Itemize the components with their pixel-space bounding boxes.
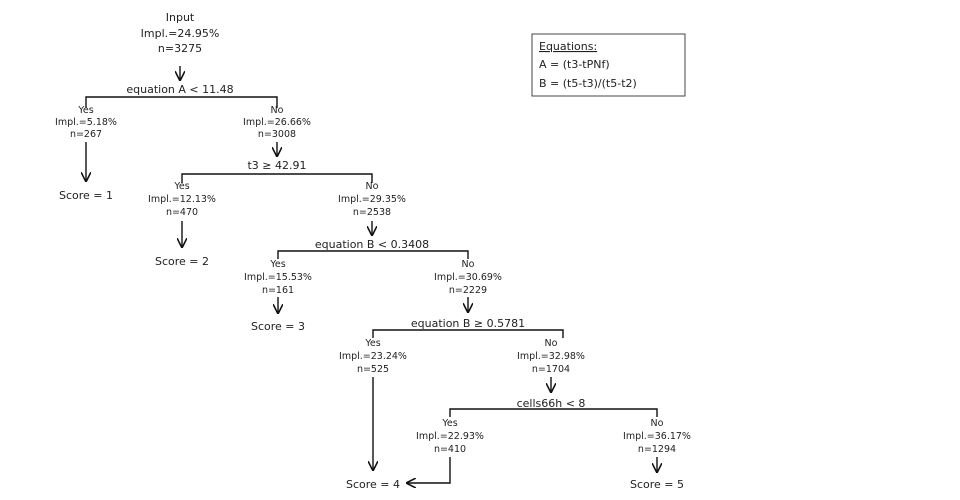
svg-text:n=3008: n=3008 [258,129,296,140]
svg-text:No: No [545,338,558,349]
node-yes-5: Yes Impl.=22.93% n=410 [416,418,484,455]
svg-text:Impl.=5.18%: Impl.=5.18% [55,117,117,128]
split-2-bracket [181,173,373,183]
equation-b: B = (t5-t3)/(t5-t2) [539,77,637,90]
split-3-label: equation B < 0.3408 [315,238,429,251]
node-yes-2: Yes Impl.=12.13% n=470 [148,181,216,218]
svg-text:Impl.=29.35%: Impl.=29.35% [338,194,406,205]
split-5-bracket [449,408,658,417]
svg-text:Impl.=36.17%: Impl.=36.17% [623,431,691,442]
svg-text:n=410: n=410 [434,444,466,455]
equations-box: Equations: A = (t3-tPNf) B = (t5-t3)/(t5… [531,33,686,97]
node-no-4: No Impl.=32.98% n=1704 [517,338,585,375]
score-5: Score = 5 [630,478,684,491]
svg-text:Yes: Yes [77,105,93,116]
node-yes-4: Yes Impl.=23.24% n=525 [339,338,407,375]
node-no-5: No Impl.=36.17% n=1294 [623,418,691,455]
split-2-label: t3 ≥ 42.91 [247,159,306,172]
svg-text:n=525: n=525 [357,364,389,375]
svg-text:Yes: Yes [441,418,457,429]
svg-text:Impl.=30.69%: Impl.=30.69% [434,272,502,283]
score-1: Score = 1 [59,189,113,202]
svg-text:Yes: Yes [364,338,380,349]
root-title: Input [166,11,195,24]
svg-text:Impl.=23.24%: Impl.=23.24% [339,351,407,362]
split-4-bracket [372,329,564,338]
equation-a: A = (t3-tPNf) [539,58,610,71]
svg-text:n=470: n=470 [166,207,198,218]
svg-text:Impl.=32.98%: Impl.=32.98% [517,351,585,362]
svg-text:No: No [462,259,475,270]
svg-text:Impl.=26.66%: Impl.=26.66% [243,117,311,128]
svg-text:n=161: n=161 [262,285,294,296]
svg-text:n=2538: n=2538 [353,207,391,218]
svg-text:Impl.=12.13%: Impl.=12.13% [148,194,216,205]
svg-text:No: No [366,181,379,192]
split-1-bracket [85,96,278,108]
svg-text:Impl.=22.93%: Impl.=22.93% [416,431,484,442]
score-2: Score = 2 [155,255,209,268]
root-impl: Impl.=24.95% [141,27,220,40]
split-1-label: equation A < 11.48 [126,83,233,96]
yes-5-arrow [407,457,451,483]
node-yes-1: Yes Impl.=5.18% n=267 [55,105,117,140]
split-4-label: equation B ≥ 0.5781 [411,317,525,330]
root-n: n=3275 [158,42,202,55]
svg-text:n=267: n=267 [70,129,102,140]
svg-text:n=1294: n=1294 [638,444,676,455]
node-yes-3: Yes Impl.=15.53% n=161 [244,259,312,296]
equations-title: Equations: [539,40,597,53]
svg-text:Yes: Yes [173,181,189,192]
node-no-1: No Impl.=26.66% n=3008 [243,105,311,140]
svg-text:Yes: Yes [269,259,285,270]
node-no-3: No Impl.=30.69% n=2229 [434,259,502,296]
root-node: Input Impl.=24.95% n=3275 [141,11,220,55]
split-5-label: cells66h < 8 [517,397,586,410]
svg-text:n=1704: n=1704 [532,364,570,375]
equations-box-frame [531,33,686,97]
score-4: Score = 4 [346,478,400,491]
svg-text:Impl.=15.53%: Impl.=15.53% [244,272,312,283]
node-no-2: No Impl.=29.35% n=2538 [338,181,406,218]
split-3-bracket [277,250,469,259]
svg-text:n=2229: n=2229 [449,285,487,296]
score-3: Score = 3 [251,320,305,333]
svg-text:No: No [651,418,664,429]
svg-text:No: No [271,105,284,116]
